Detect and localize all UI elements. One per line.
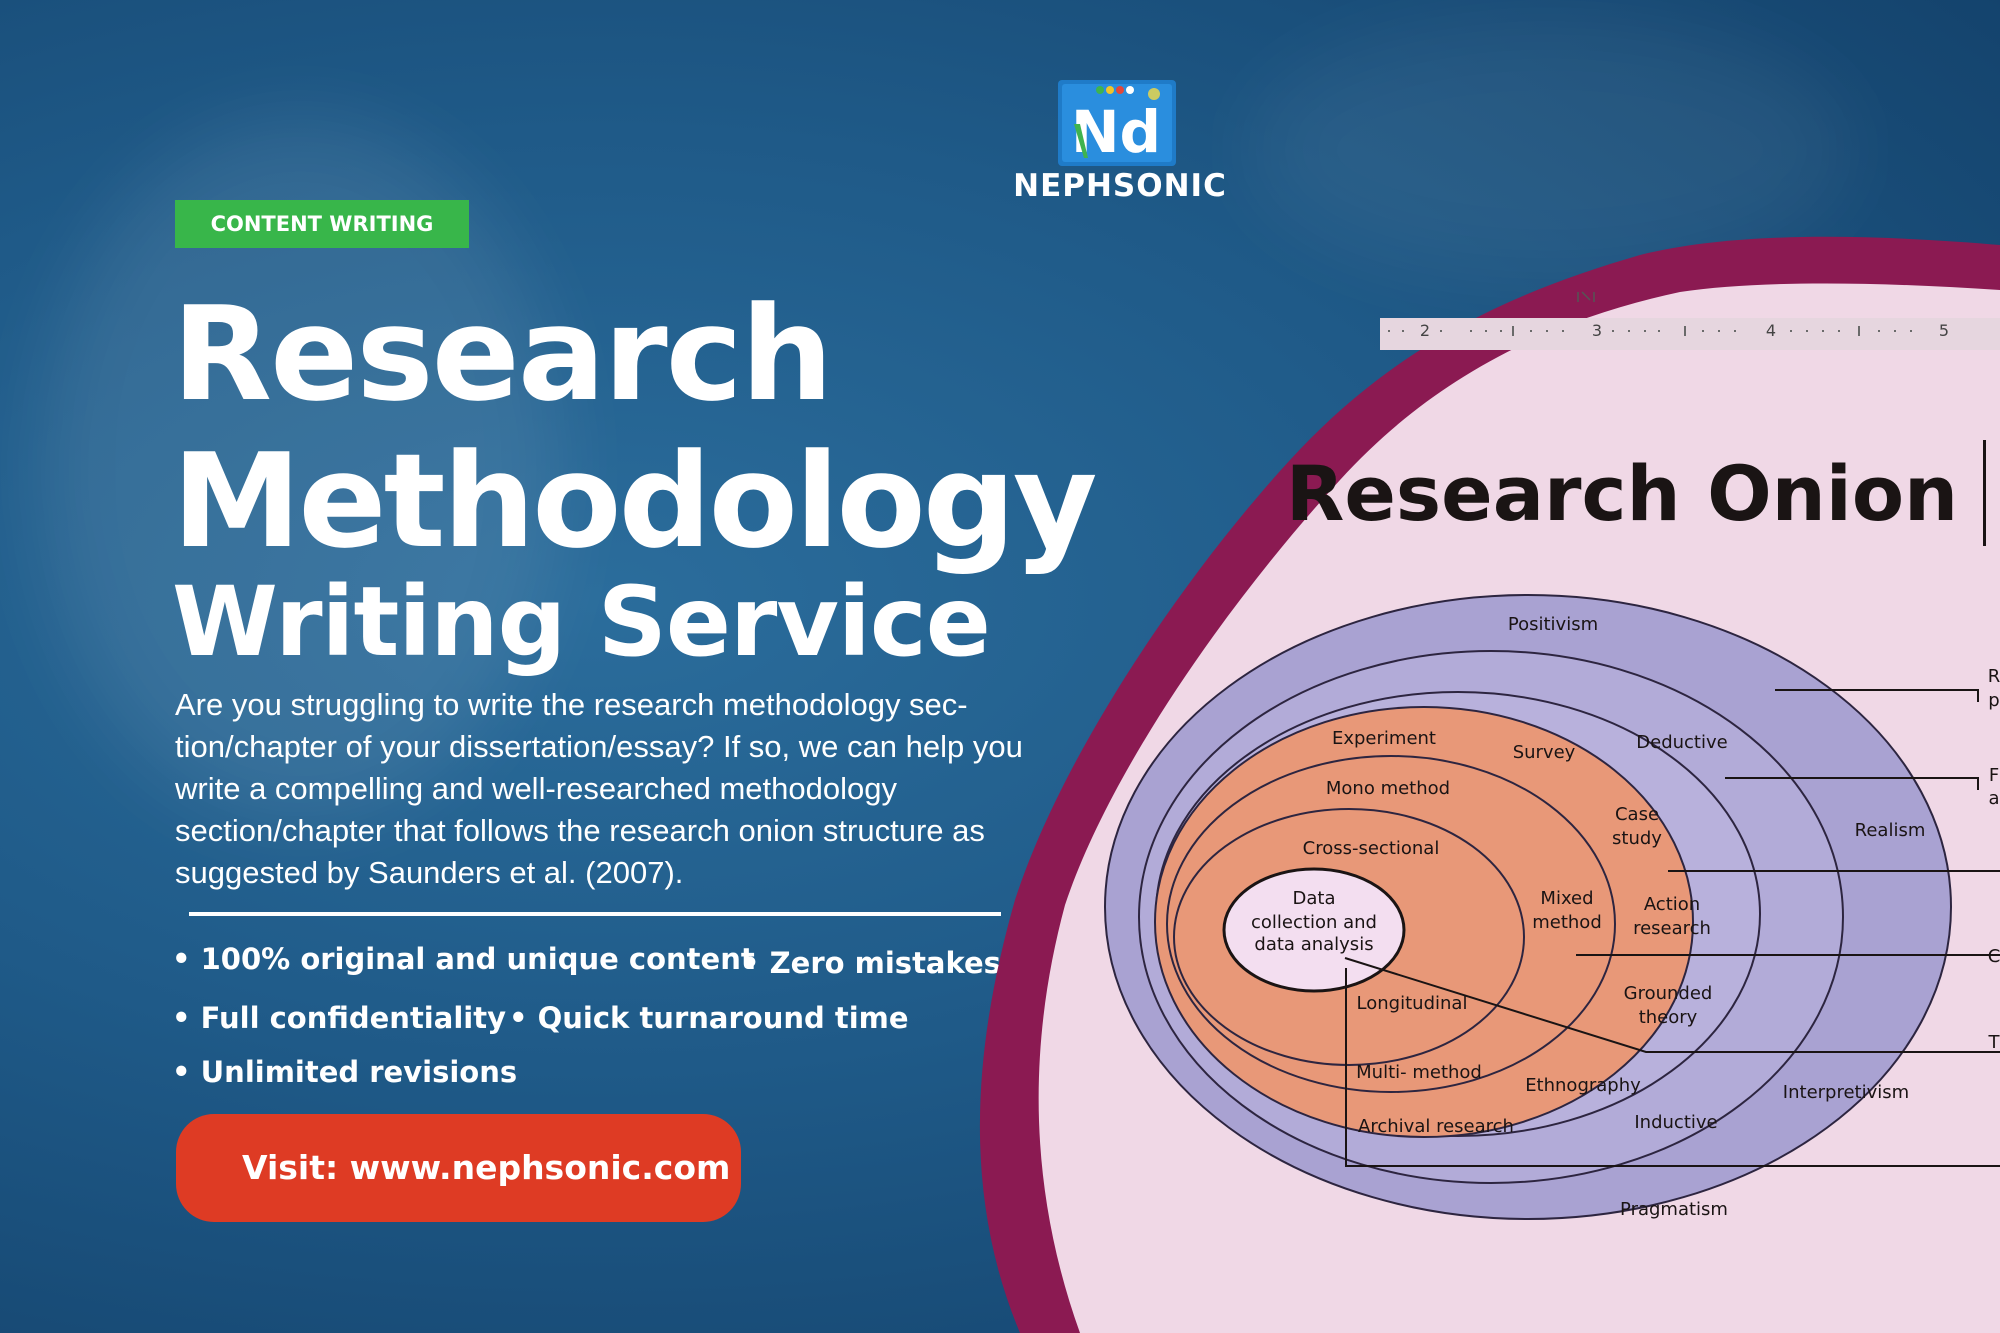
label-action-research: research [1633,918,1711,939]
title-line-2: Methodology [172,425,1098,577]
title-line-3: Writing Service [172,566,991,678]
label-data-collection: data analysis [1254,934,1373,955]
diagram-heading: Research Onion [1286,449,1958,538]
label-mono-method: Mono method [1326,778,1450,799]
feature-turnaround: • Quick turnaround time [509,1001,909,1035]
label-connector-lines [1344,689,2000,1167]
divider [189,912,1001,916]
ruler-number: 3 [1592,321,1602,340]
label-grounded-theory: Grounded [1624,983,1713,1004]
label-inductive: Inductive [1634,1112,1717,1133]
ruler-indent-icon [1577,291,1595,302]
label-mixed-method: method [1532,912,1602,933]
onion-core [1222,867,1406,993]
feature-original: • 100% original and unique content [172,942,755,976]
document-ruler [1380,318,2000,350]
description: Are you struggling to write the research… [175,687,1023,890]
label-data-collection: Data [1293,888,1336,909]
label-experiment: Experiment [1332,728,1436,749]
label-realism: Realism [1855,820,1926,841]
category-badge: CONTENT WRITING [175,200,469,248]
label-cross-sectional: Cross-sectional [1303,838,1440,859]
label-ethnography: Ethnography [1525,1075,1641,1096]
label-cut-letter: a [1988,788,1999,809]
ruler-number: 2 [1420,321,1430,340]
label-longitudinal: Longitudinal [1357,993,1468,1014]
brand-name: NEPHSONIC [1013,168,1227,204]
label-cut-letter: R [1988,666,2000,687]
label-cut-letter: F [1989,765,1999,786]
label-multi-method: Multi- method [1356,1062,1482,1083]
feature-confidentiality: • Full confidentiality [172,1001,506,1035]
label-grounded-theory: theory [1639,1007,1698,1028]
label-archival-research: Archival research [1358,1116,1514,1137]
label-mixed-method: Mixed [1540,888,1593,909]
ruler-number: 5 [1939,321,1949,340]
label-case-study: Case [1615,804,1659,825]
label-cut-letter: T [1988,1032,2000,1053]
label-positivism: Positivism [1508,614,1598,635]
label-survey: Survey [1513,742,1576,763]
feature-zero-mistakes: • Zero mistakes [741,946,1001,980]
label-cut-letter: C [1988,946,2000,967]
title-line-1: Research [172,278,833,430]
feature-revisions: • Unlimited revisions [172,1055,518,1089]
text-cursor [1983,440,1986,546]
label-action-research: Action [1644,894,1700,915]
background-blur [1250,20,1850,280]
label-cut-letter: p [1988,690,1999,711]
visit-website-button[interactable]: Visit: www.nephsonic.com [176,1114,741,1222]
label-interpretivism: Interpretivism [1783,1082,1909,1103]
label-deductive: Deductive [1636,732,1727,753]
nephsonic-logo-icon: Nd [1058,80,1176,166]
label-data-collection: collection and [1251,912,1377,933]
ruler-number: 4 [1766,321,1776,340]
label-pragmatism: Pragmatism [1620,1199,1728,1220]
label-case-study: study [1612,828,1662,849]
ruler-ticks [1388,326,1912,336]
